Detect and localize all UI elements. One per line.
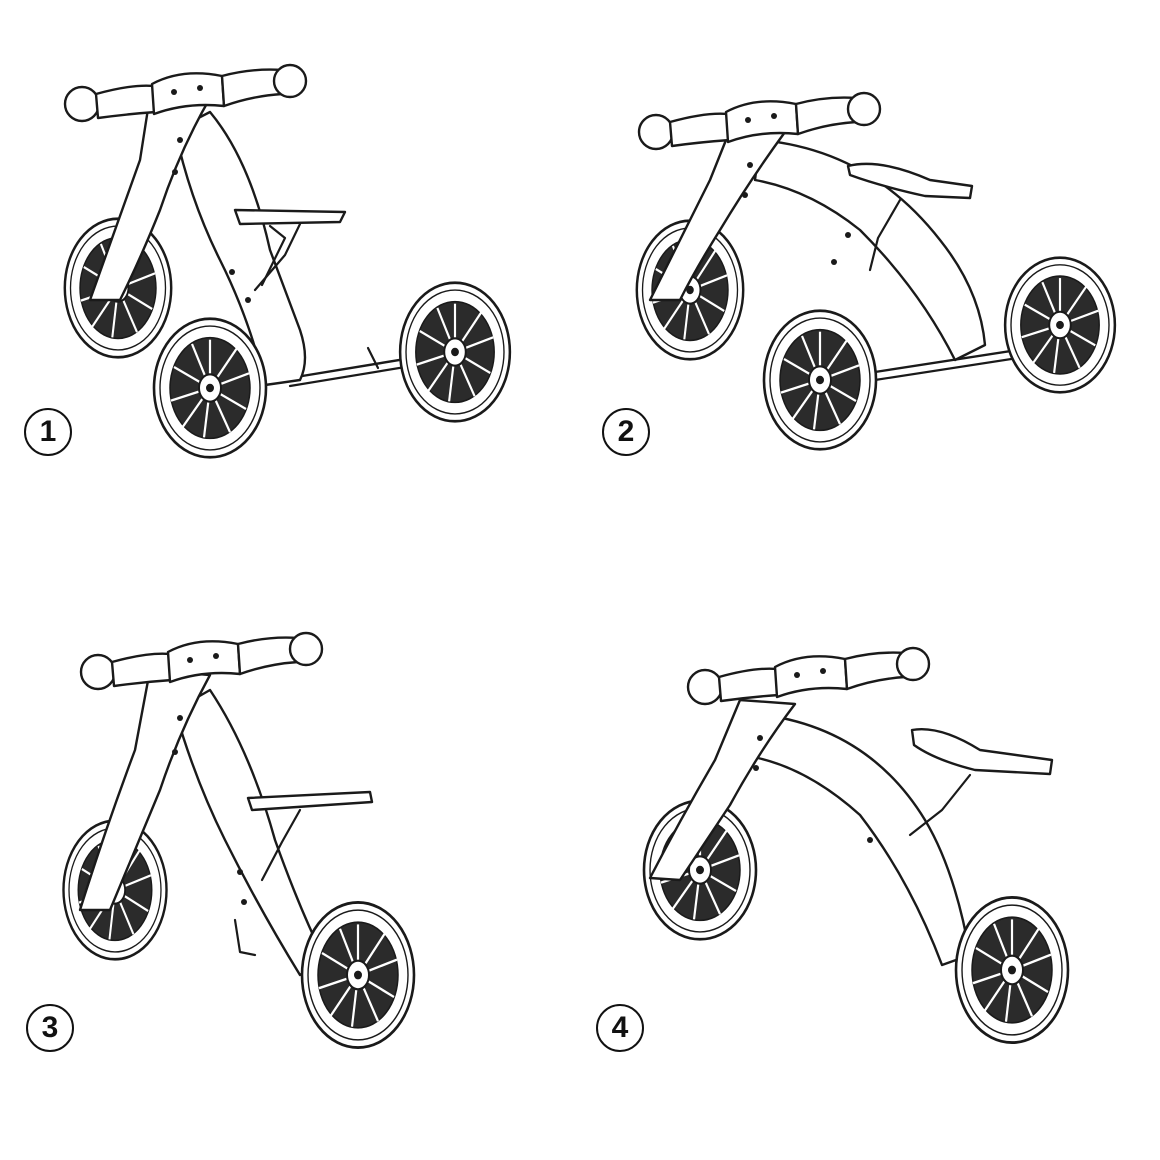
step-number: 2 xyxy=(617,415,635,448)
seat xyxy=(233,208,347,226)
seat xyxy=(910,728,1054,776)
step-1-panel: 1 xyxy=(0,0,580,580)
step-3-panel: 3 xyxy=(0,580,580,1160)
balance-bike-tricycle-low-seat xyxy=(63,63,512,459)
balance-bike-tricycle-high-seat xyxy=(635,91,1117,451)
step-number-badge: 2 xyxy=(602,408,650,456)
step-number-badge: 3 xyxy=(26,1004,74,1052)
seat xyxy=(846,162,974,200)
balance-bike-two-wheel-low-seat xyxy=(62,631,416,1050)
handlebar xyxy=(686,646,931,706)
frame-front xyxy=(78,668,212,912)
step-number: 4 xyxy=(611,1011,629,1044)
rear-wheel-left xyxy=(762,309,878,451)
rear-wheel-left xyxy=(152,317,268,459)
frame-front xyxy=(648,698,797,882)
frame-front xyxy=(88,94,212,302)
frame-rear xyxy=(173,688,327,977)
step-number: 3 xyxy=(41,1011,59,1044)
seat xyxy=(246,790,374,812)
step-number-badge: 4 xyxy=(596,1004,644,1052)
balance-bike-two-wheel-high-seat xyxy=(642,646,1070,1045)
rear-wheel xyxy=(954,895,1070,1045)
frame-front xyxy=(648,128,787,302)
step-number: 1 xyxy=(39,415,57,448)
rear-wheel-right xyxy=(398,281,512,423)
step-4-panel: 4 xyxy=(580,580,1160,1160)
step-2-panel: 2 xyxy=(580,0,1160,580)
rear-wheel xyxy=(300,900,416,1050)
step-number-badge: 1 xyxy=(24,408,72,456)
rear-wheel-right xyxy=(1003,256,1117,394)
